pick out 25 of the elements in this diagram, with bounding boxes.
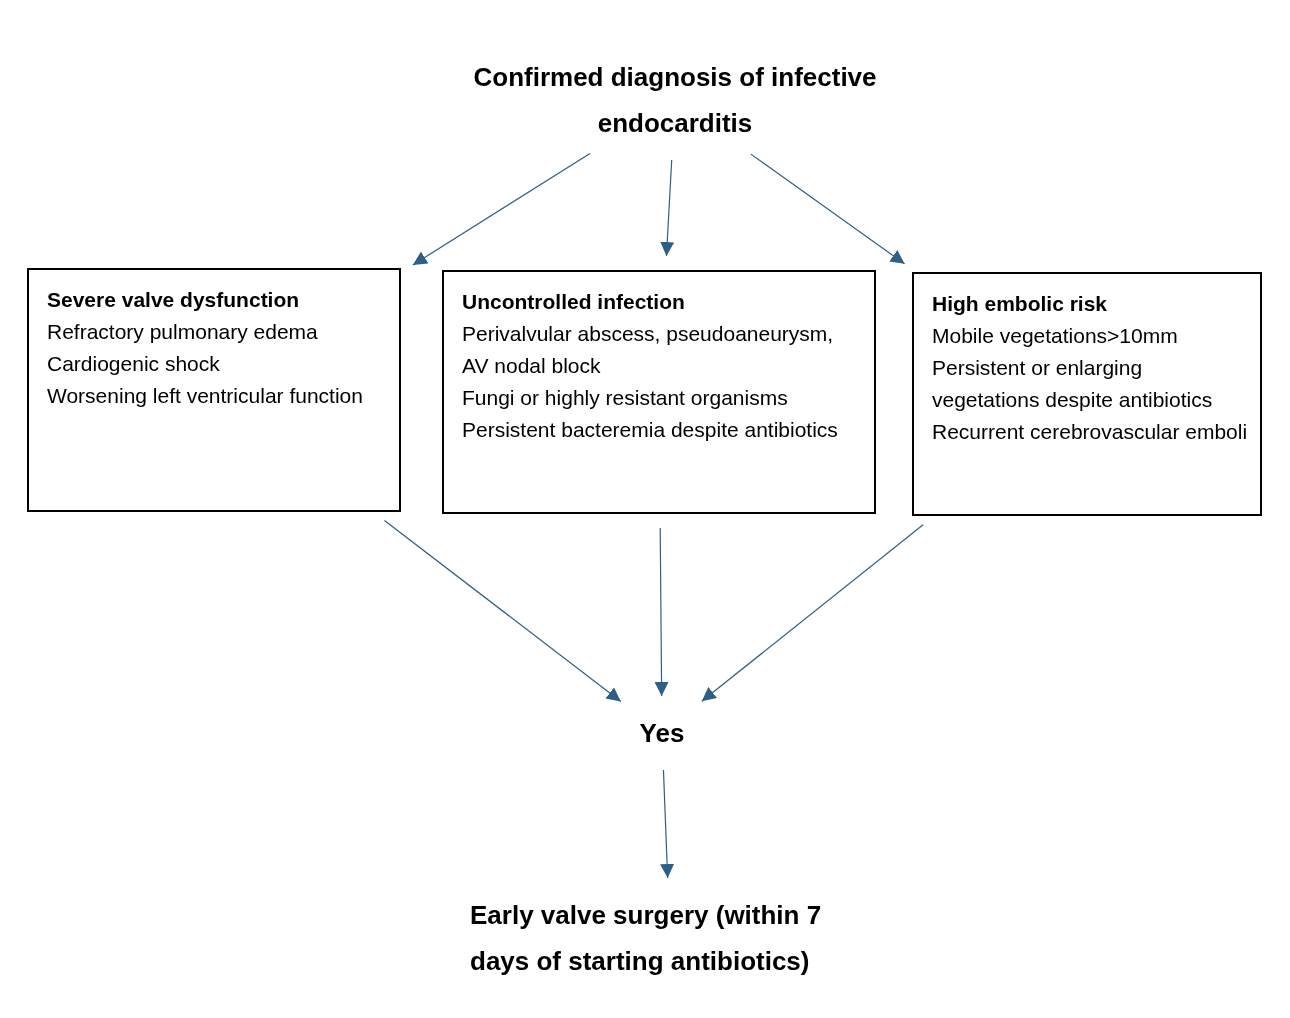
criterion-text: Mobile vegetations>10mm [932, 323, 1179, 349]
arrow [654, 527, 669, 697]
heading-text: Confirmed diagnosis of infective endocarditis [472, 61, 878, 140]
decision-text: Yes [638, 717, 686, 750]
criterion-text: Persistent bacteremia despite antibiotics [462, 417, 839, 443]
criterion-text: Persistent or enlarging vegetations despite antibiotics [932, 355, 1214, 413]
arrow [412, 152, 591, 266]
box-heading: High embolic risk [932, 291, 1109, 317]
arrow [660, 769, 675, 879]
criteria-box [912, 272, 1262, 516]
criterion-text: Refractory pulmonary edema [47, 319, 319, 345]
criterion-text: Fungi or highly resistant organisms [462, 385, 789, 411]
criterion-text: Perivalvular abscess, pseudoaneurysm, AV nodal block [462, 321, 835, 379]
criteria-box [442, 270, 876, 514]
arrow [383, 519, 622, 703]
criterion-text: Cardiogenic shock [47, 351, 221, 377]
criterion-text: Worsening left ventricular function [47, 383, 364, 409]
arrow [701, 524, 924, 702]
box-heading: Uncontrolled infection [462, 289, 686, 315]
box-heading: Severe valve dysfunction [47, 287, 301, 313]
criterion-text: Recurrent cerebrovascular emboli [932, 419, 1249, 445]
criteria-box [27, 268, 401, 512]
outcome-text: Early valve surgery (within 7 days of starting antibiotics) [470, 899, 823, 978]
arrow [750, 153, 906, 265]
arrow [660, 159, 675, 257]
